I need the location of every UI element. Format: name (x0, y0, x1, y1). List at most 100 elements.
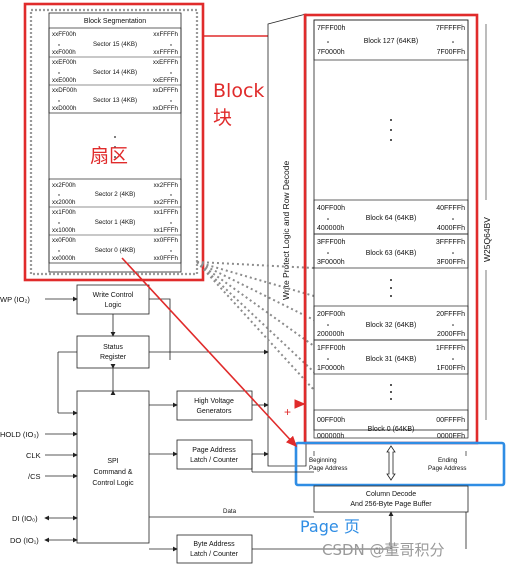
sector-row: xxFF00h xxFFFFh xxF000h xxFFFFh Sector 1… (52, 31, 179, 56)
sector-row: xx1F00h xx1FFFh xx1000h xx1FFFh Sector 1… (52, 209, 179, 234)
block-addr: 20FFFFh (436, 311, 465, 318)
sector-label: Sector 15 (4KB) (93, 41, 137, 48)
memory-block: 00FF00h 00FFFFh Block 0 (64KB) 000000h 0… (313, 409, 469, 440)
block-ellipsis (390, 119, 392, 141)
spi-label: Control Logic (92, 480, 134, 487)
chip-label-group: W25Q64BV (482, 24, 492, 420)
sector-addr: xxEFFFh (153, 59, 179, 66)
sector-addr: xxEFFFh (153, 77, 179, 84)
high-voltage-label: High Voltage (194, 398, 234, 405)
pin-di: DI (IO₀) (12, 514, 38, 523)
byte-address-latch: Byte Address Latch / Counter (176, 534, 253, 564)
block-addr: 4000FFh (437, 225, 465, 232)
sector-addr: xxD000h (52, 105, 77, 112)
sector-addr: xxE000h (52, 77, 77, 84)
status-register-label: Register (100, 354, 127, 361)
block-addr: 1F0000h (317, 365, 345, 372)
sector-bottom-group (48, 178, 182, 264)
high-voltage-generators: High Voltage Generators (176, 390, 253, 421)
sector-addr: xxDFFFh (153, 105, 179, 112)
page-address-bar: Beginning Page Address Ending Page Addre… (309, 445, 467, 481)
watermark: CSDN @董哥积分 (322, 541, 445, 559)
expansion-dotted-lines (196, 261, 315, 391)
sector-label: Sector 14 (4KB) (93, 69, 137, 76)
block-addr: 3F00FFh (437, 259, 466, 266)
sector-addr-dots (58, 44, 172, 252)
spi-control-logic: SPI Command & Control Logic (76, 390, 150, 544)
block-addr: 7F00FFh (437, 49, 466, 56)
sector-addr: xx1000h (52, 227, 76, 234)
sector-label: Sector 2 (4KB) (95, 191, 136, 198)
beginning-page-label: Beginning (309, 457, 337, 464)
page-highlight-box (294, 441, 506, 487)
sector-label: Sector 0 (4KB) (95, 247, 136, 254)
double-arrow-icon (386, 445, 396, 481)
pin-clk: CLK (26, 451, 41, 460)
block-label: Block 63 (64KB) (366, 250, 417, 257)
sector-to-page-arrow (121, 257, 298, 448)
block-addr: 000000h (317, 433, 344, 440)
block-addr: 1FFF00h (317, 345, 346, 352)
column-decode-box: Column Decode And 256-Byte Page Buffer (313, 485, 469, 513)
sector-row: xx2F00h xx2FFFh xx2000h xx2FFFh Sector 2… (52, 182, 179, 206)
sector-addr: xxFF00h (52, 31, 77, 38)
block-addr-dots (327, 41, 454, 360)
block-label: Block 31 (64KB) (366, 356, 417, 363)
sector-addr: xxFFFFh (153, 31, 178, 38)
data-label: Data (223, 508, 237, 515)
block-annotation-cn: 块 (213, 107, 232, 129)
block-addr: 1F00FFh (437, 365, 466, 372)
sector-label: Sector 13 (4KB) (93, 97, 137, 104)
block-addr: 0000FFh (437, 433, 465, 440)
block-addr: 400000h (317, 225, 344, 232)
sector-row: xxDF00h xxDFFFh xxD000h xxDFFFh Sector 1… (52, 87, 179, 112)
block-addr: 3FFF00h (317, 239, 346, 246)
sector-panel: Block Segmentation xxFF00h xxFFFFh xxF00… (23, 2, 205, 282)
block-annotation: Block (213, 80, 264, 102)
sector-addr: xxDF00h (52, 87, 77, 94)
pin-wp: WP (IO₂) (0, 295, 30, 304)
sector-addr: xx2FFFh (154, 199, 179, 206)
byte-latch-label: Latch / Counter (190, 551, 239, 558)
block-ellipsis (390, 279, 392, 297)
memory-array: 7FFF00h 7FFFFFh 7F0000h 7F00FFh Block 12… (313, 19, 469, 440)
block-label: Block 0 (64KB) (368, 426, 415, 433)
ending-page-label: Ending (438, 457, 458, 464)
block-addr: 7FFFFFh (436, 25, 465, 32)
sector-addr: xxFFFFh (153, 49, 178, 56)
page-latch-label: Latch / Counter (190, 457, 239, 464)
chip-label: W25Q64BV (482, 217, 492, 262)
sector-addr: xxDFFFh (153, 87, 179, 94)
signal-lines (44, 296, 467, 552)
status-register-label: Status (103, 344, 123, 351)
block-addr: 2000FFh (437, 331, 465, 338)
sector-addr: xx0FFFh (154, 237, 179, 244)
sector-annotation: 扇区 (90, 145, 128, 167)
write-control-label: Logic (105, 302, 122, 309)
block-addr: 3F0000h (317, 259, 345, 266)
sector-row: xxEF00h xxEFFFh xxE000h xxEFFFh Sector 1… (52, 59, 179, 84)
block-ellipsis (390, 384, 392, 400)
sector-row: xx0F00h xx0FFFh xx0000h xx0FFFh Sector 0… (52, 237, 179, 262)
status-register: Status Register (76, 335, 150, 369)
sector-panel-title: Block Segmentation (84, 18, 146, 25)
block-addr: 40FF00h (317, 205, 345, 212)
block-label: Block 32 (64KB) (366, 322, 417, 329)
pin-cs: /CS (28, 472, 41, 481)
page-latch-label: Page Address (192, 447, 236, 454)
block-addr: 00FF00h (317, 417, 345, 424)
spi-label: Command & (94, 469, 133, 476)
block-label: Block 127 (64KB) (364, 38, 418, 45)
write-control-label: Write Control (93, 292, 134, 299)
memory-block: 1FFF00h 1FFFFFh 1F0000h 1F00FFh Block 31… (313, 339, 469, 375)
sector-dotted-border (29, 8, 199, 276)
plus-mark: + (284, 405, 291, 419)
sector-addr: xx1F00h (52, 209, 76, 216)
column-decode-label: And 256-Byte Page Buffer (350, 501, 432, 508)
sector-addr: xx0F00h (52, 237, 76, 244)
sector-label: Sector 1 (4KB) (95, 219, 136, 226)
sector-addr: xx0FFFh (154, 255, 179, 262)
ending-page-label: Page Address (428, 465, 467, 472)
page-address-latch: Page Address Latch / Counter (176, 439, 253, 470)
